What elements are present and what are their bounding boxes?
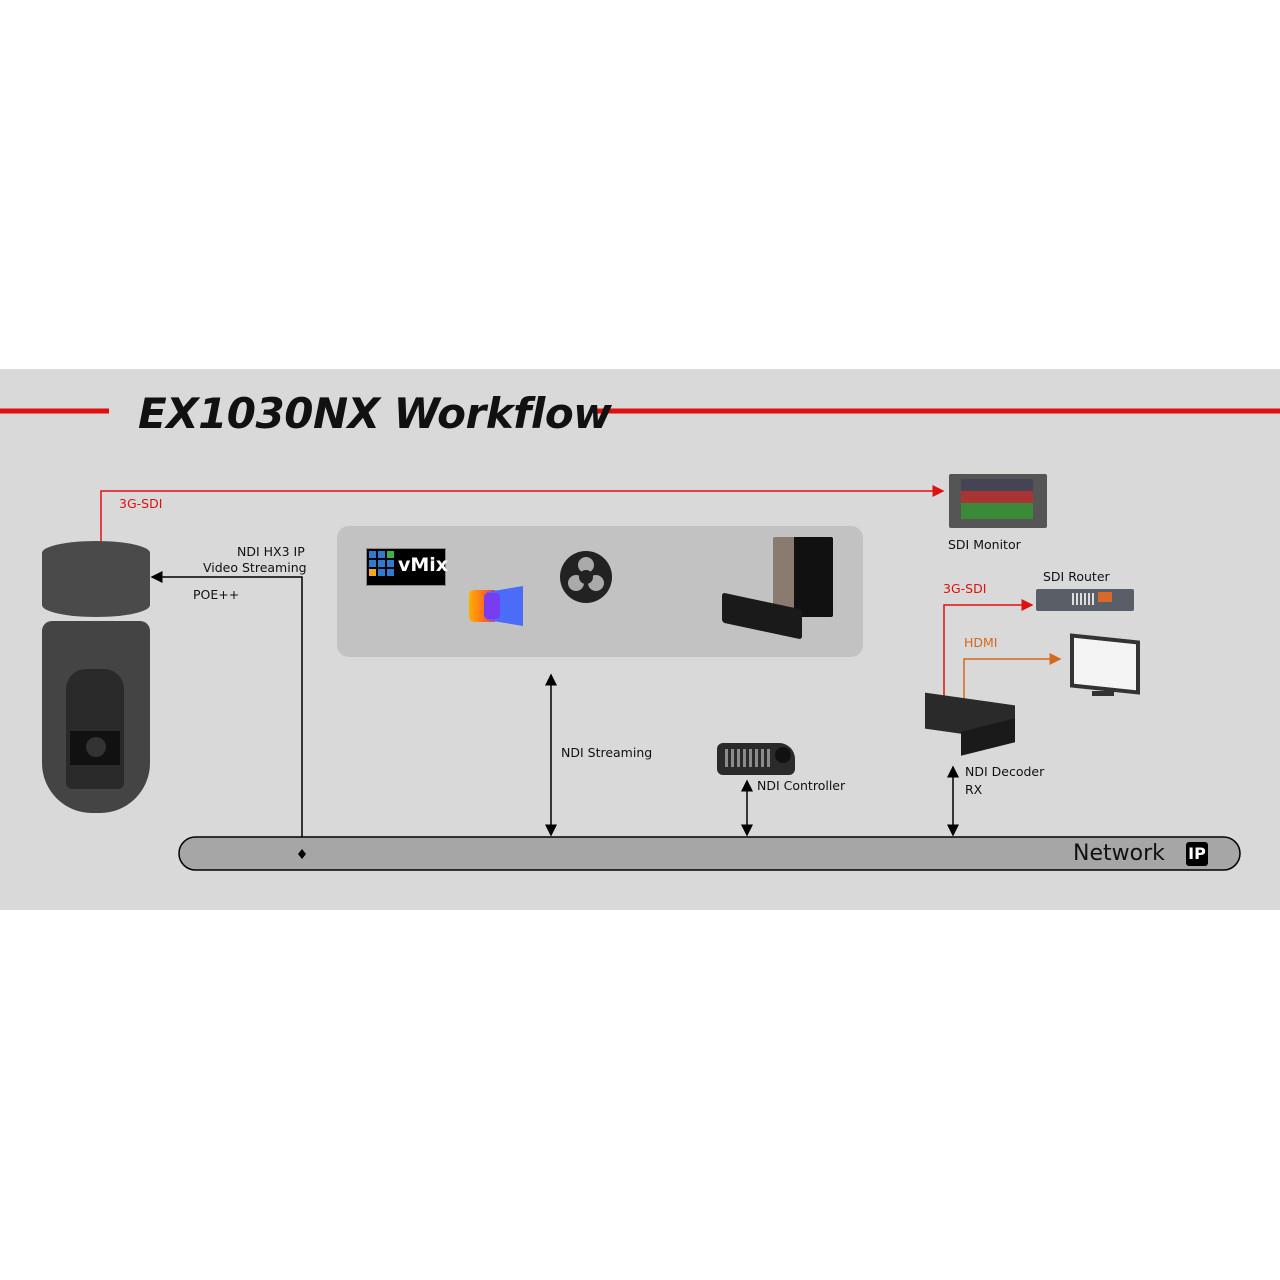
page-title: EX1030NX Workflow — [138, 389, 612, 438]
vmix-text: vMix — [398, 554, 449, 576]
ptz-camera-image — [42, 541, 150, 813]
ndi-controller-label: NDI Controller — [757, 778, 846, 793]
ndi-decoder-label-line2: RX — [965, 782, 983, 797]
connection-lines — [0, 408, 1280, 871]
vmix-logo: vMix — [366, 548, 449, 586]
ndi-decoder-image — [925, 692, 1017, 756]
network-label: Network — [1073, 841, 1165, 866]
ndi-poe-line — [150, 571, 303, 854]
hdmi-monitor-image — [1070, 633, 1140, 697]
ndi-decoder-label-line1: NDI Decoder — [965, 764, 1045, 779]
sdi-label-top: 3G-SDI — [119, 496, 163, 511]
obs-logo — [560, 551, 612, 603]
sdi-label-decoder: 3G-SDI — [943, 581, 987, 596]
software-box: vMix — [337, 526, 863, 657]
ndi-label-line1: NDI HX3 IP — [237, 544, 305, 559]
sdi-router-image — [1036, 589, 1134, 611]
sdi-monitor-image — [949, 474, 1047, 528]
ndi-streaming-label: NDI Streaming — [561, 745, 653, 760]
poe-label: POE++ — [193, 587, 240, 602]
ndi-controller-image — [717, 743, 795, 775]
ip-badge: IP — [1186, 842, 1208, 866]
ndi-label-line2: Video Streaming — [203, 560, 307, 575]
tricaster-image — [773, 537, 833, 617]
hdmi-label: HDMI — [964, 635, 998, 650]
sdi-line-top — [100, 485, 945, 541]
sdi-monitor-label: SDI Monitor — [948, 537, 1021, 552]
streaming-app-logo — [469, 586, 523, 626]
hdmi-line — [963, 653, 1062, 699]
workflow-panel: EX1030NX Workflow 3G-SDI NDI HX3 IP Vide… — [0, 369, 1280, 910]
sdi-line-decoder — [943, 599, 1034, 702]
sdi-router-label: SDI Router — [1043, 569, 1110, 584]
network-bar — [178, 836, 1241, 871]
